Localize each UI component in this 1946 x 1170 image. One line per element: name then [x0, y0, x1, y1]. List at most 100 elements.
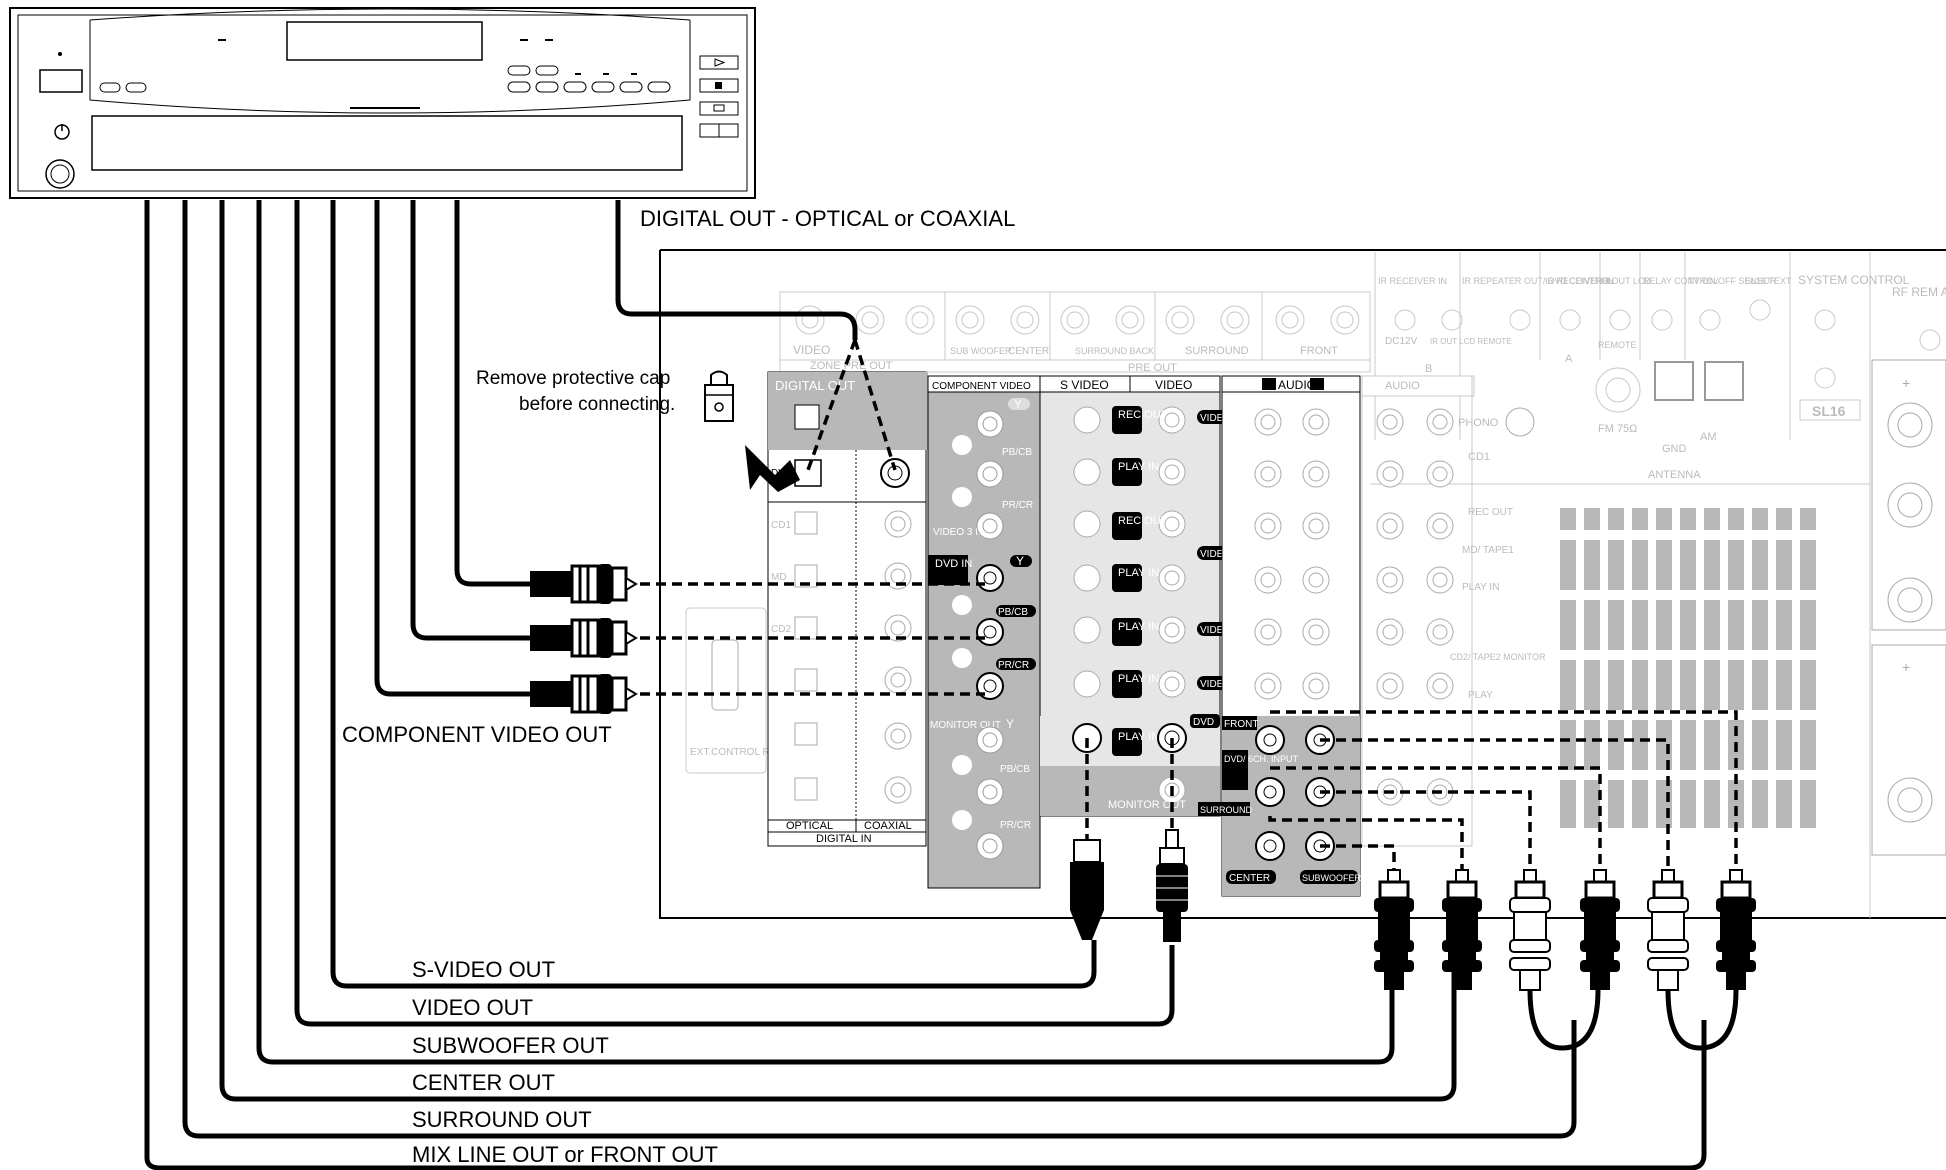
video2-label: VIDEO2	[1200, 549, 1237, 560]
ir-receiver-in-2-label: IR RECEIVER IN	[1545, 276, 1614, 286]
six-ch-surround-label: SURROUND	[1200, 805, 1253, 815]
cd2-tape2-label: CD2/ TAPE2 MONITOR	[1450, 652, 1546, 662]
play-in-label-1: PLAY IN	[1118, 461, 1159, 473]
svideo-video-plugs	[1070, 829, 1188, 942]
video4-label: VIDEO4	[1200, 679, 1237, 690]
play-in-label-2: PLAY IN	[1118, 567, 1159, 579]
ext-control-label: EXT.CONTROL RS-232C	[690, 747, 804, 758]
am-label: AM	[1700, 431, 1717, 443]
digital-out-label: DIGITAL OUT - OPTICAL or COAXIAL	[640, 206, 1015, 231]
optical-label: OPTICAL	[786, 820, 833, 832]
comp-y-label: Y	[1014, 397, 1022, 411]
audio-right-section: AUDIO PHONO CD1 REC OUT MD/ TAPE1 PLAY I…	[1361, 375, 1546, 847]
digital-in-faint-rows	[794, 510, 912, 804]
mon-y-label: Y	[1006, 717, 1014, 731]
a-label: A	[1565, 353, 1573, 365]
top-right-controls: IR RECEIVER IN IR REPEATER OUT/ DVD CONT…	[1370, 252, 1946, 918]
play-side-label: PLAY	[1468, 690, 1493, 701]
rec-out-side-label: REC OUT	[1468, 507, 1513, 518]
cable-label-front: MIX LINE OUT or FRONT OUT	[412, 1142, 718, 1167]
audio-section: AUDIO FRONT DVD/ 6CH. INPUT SURROUND CEN…	[1198, 375, 1362, 897]
digital-row-md: MD	[771, 572, 787, 583]
mon-pr-label: PR/CR	[1000, 820, 1031, 831]
cable-label-subwoofer: SUBWOOFER OUT	[412, 1033, 609, 1058]
ir-repeater-label: IR REPEATER OUT/ DVD CONTROL	[1462, 276, 1613, 286]
preout-video-label: VIDEO	[793, 343, 830, 357]
preout-front-label: FRONT	[1300, 345, 1338, 357]
r-audio-l-header: AUDIO	[1385, 380, 1420, 392]
protective-cap-callout	[704, 370, 800, 492]
component-video-out-label: COMPONENT VIDEO OUT	[342, 722, 612, 747]
component-plugs	[530, 564, 638, 714]
ir-receiver-in-label: IR RECEIVER IN	[1378, 276, 1447, 286]
antenna-label: ANTENNA	[1648, 469, 1701, 481]
dashed-connection-runs	[640, 339, 1738, 870]
ext-control-port: EXT.CONTROL RS-232C	[685, 607, 804, 774]
six-ch-dvd-label: DVD/ 6CH. INPUT	[1224, 754, 1299, 764]
dvd-pr-label: PR/CR	[998, 660, 1029, 671]
receiver-back-panel: VIDEO SUB WOOFER CENTER SURROUND BACK SU…	[659, 249, 1946, 919]
remove-cap-line1: Remove protective cap	[476, 368, 670, 389]
video3-in-label: VIDEO 3 IN	[933, 527, 985, 538]
monitor-out-comp-label: MONITOR OUT	[930, 720, 1001, 731]
speaker-terminals: + +	[1871, 359, 1946, 856]
transport-buttons	[699, 55, 739, 138]
tv-sensor-label: TV ON/OFF SENSOR	[1688, 276, 1777, 286]
dvd-pb-label: PB/CB	[998, 607, 1028, 618]
digital-in-footer: DIGITAL IN	[816, 833, 872, 845]
comp-pb-label: PB/CB	[1002, 447, 1032, 458]
preout-surround-label: SURROUND	[1185, 345, 1249, 357]
ir-out-lcd-remote-label: IR OUT LCD REMOTE	[1430, 337, 1512, 346]
cables	[144, 200, 1739, 1170]
preout-surround-back-label: SURROUND BACK	[1075, 346, 1154, 356]
six-ch-subwoofer-label: SUBWOOFER	[1302, 873, 1362, 883]
video1-label: VIDEO1	[1200, 413, 1237, 424]
coaxial-label: COAXIAL	[864, 820, 912, 832]
relay-control-label: RELAY CONTROL	[1643, 276, 1718, 286]
preout-center-label: CENTER	[1008, 346, 1049, 357]
dvd-y-label: Y	[1016, 554, 1024, 568]
audio-header: AUDIO	[1278, 378, 1316, 392]
dc12v-label: DC12V	[1385, 336, 1418, 347]
monitor-out-video-label: MONITOR OUT	[1108, 799, 1186, 811]
sl16-logo: SL16	[1812, 403, 1846, 419]
rf-remote-label: RF REM ANTEN	[1892, 285, 1946, 299]
video3-label: VIDEO3	[1200, 625, 1237, 636]
s-video-header: S VIDEO	[1060, 378, 1109, 392]
play-in-side-label: PLAY IN	[1462, 582, 1499, 593]
digital-row-cd2: CD2	[771, 624, 791, 635]
mon-pb-label: PB/CB	[1000, 764, 1030, 775]
svg-text:+: +	[1902, 659, 1910, 675]
svideo-video-section: S VIDEO VIDEO	[1039, 375, 1237, 817]
play-in-label-3: PLAY IN	[1118, 621, 1159, 633]
play-in-label-4: PLAY IN	[1118, 673, 1159, 685]
sl16-text-label: SL16 TEXT	[1745, 276, 1792, 286]
six-ch-center-label: CENTER	[1229, 873, 1270, 884]
cable-label-center: CENTER OUT	[412, 1070, 555, 1095]
rec-out-label-1: REC OUT	[1118, 409, 1168, 421]
cable-label-video: VIDEO OUT	[412, 995, 533, 1020]
svg-text:+: +	[1902, 375, 1910, 391]
digital-in-section: DIGITAL OUT OPTICAL COAXIAL DIGITAL IN D…	[767, 371, 928, 847]
component-video-section: COMPONENT VIDEO Y DVD IN Y PB/CB PR/CR V…	[927, 375, 1041, 889]
dvd-video-label: DVD	[1193, 717, 1214, 728]
gnd-label: GND	[1662, 443, 1687, 455]
dvd-player	[9, 7, 756, 199]
vent-grille	[1556, 508, 1820, 828]
phono-label: PHONO	[1458, 417, 1499, 429]
audio-plugs	[1374, 869, 1756, 991]
remote-label: REMOTE	[1598, 340, 1637, 350]
cable-label-surround: SURROUND OUT	[412, 1107, 592, 1132]
comp-pr-label: PR/CR	[1002, 500, 1033, 511]
remove-cap-line2: before connecting.	[519, 394, 675, 415]
six-ch-front-label: FRONT	[1224, 719, 1258, 730]
play-in-label-dvd: PLAY IN	[1118, 731, 1159, 743]
preout-label: PRE OUT	[1128, 362, 1177, 374]
dvd-in-label: DVD IN	[935, 558, 972, 570]
component-video-header: COMPONENT VIDEO	[932, 381, 1031, 392]
fm-label: FM 75Ω	[1598, 423, 1637, 435]
digital-out-header: DIGITAL OUT	[775, 378, 855, 393]
system-control-label: SYSTEM CONTROL	[1798, 273, 1910, 287]
